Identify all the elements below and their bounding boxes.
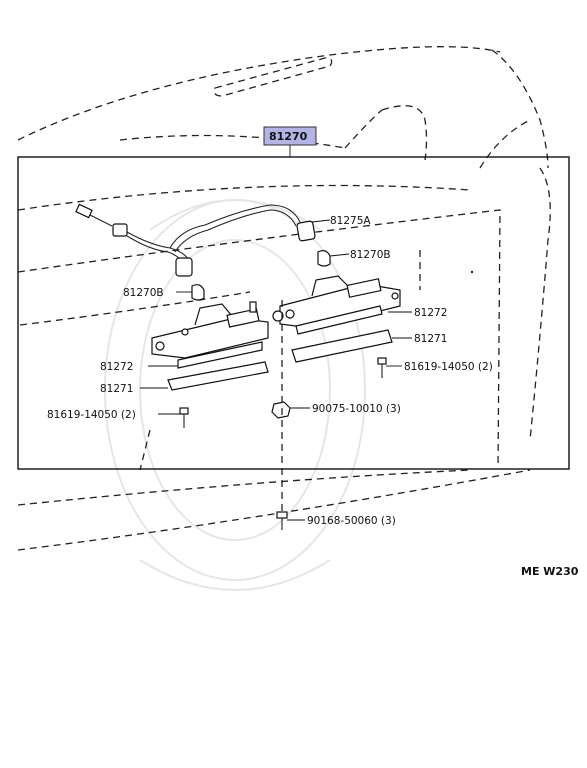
gasket-right (295, 305, 383, 335)
watermark-emblem (104, 199, 366, 591)
lens-right (291, 329, 393, 363)
label-81271-right: 81271 (414, 333, 447, 345)
label-81272-left: 81272 (100, 361, 133, 373)
label-81270b-right: 81270B (350, 249, 391, 261)
label-81270b-left: 81270B (123, 287, 164, 299)
bulb-left (191, 284, 205, 301)
diagram-code: ME W230 (521, 565, 579, 578)
lamp-housing-left (151, 301, 269, 359)
bulb-right (317, 250, 331, 267)
bolt (276, 511, 288, 530)
vehicle-body-outline (17, 46, 551, 551)
label-screw-right: 81619-14050 (2) (404, 361, 493, 373)
lens-left (167, 361, 269, 391)
assembly-frame (17, 156, 570, 470)
gasket-left (177, 341, 263, 369)
lamp-housing-right (279, 275, 401, 329)
label-bolt: 90168-50060 (3) (307, 515, 396, 527)
screw-right (377, 357, 387, 378)
socket-harness (75, 203, 316, 277)
label-81271-left: 81271 (100, 383, 133, 395)
label-nut: 90075-10010 (3) (312, 403, 401, 415)
label-screw-left: 81619-14050 (2) (47, 409, 136, 421)
label-81275a: 81275A (330, 215, 371, 227)
nut (271, 401, 291, 419)
assembly-label: 81270 (269, 130, 308, 143)
label-81272-right: 81272 (414, 307, 447, 319)
clip (272, 310, 284, 322)
leader-lines (140, 219, 412, 521)
screw-left (179, 407, 189, 428)
